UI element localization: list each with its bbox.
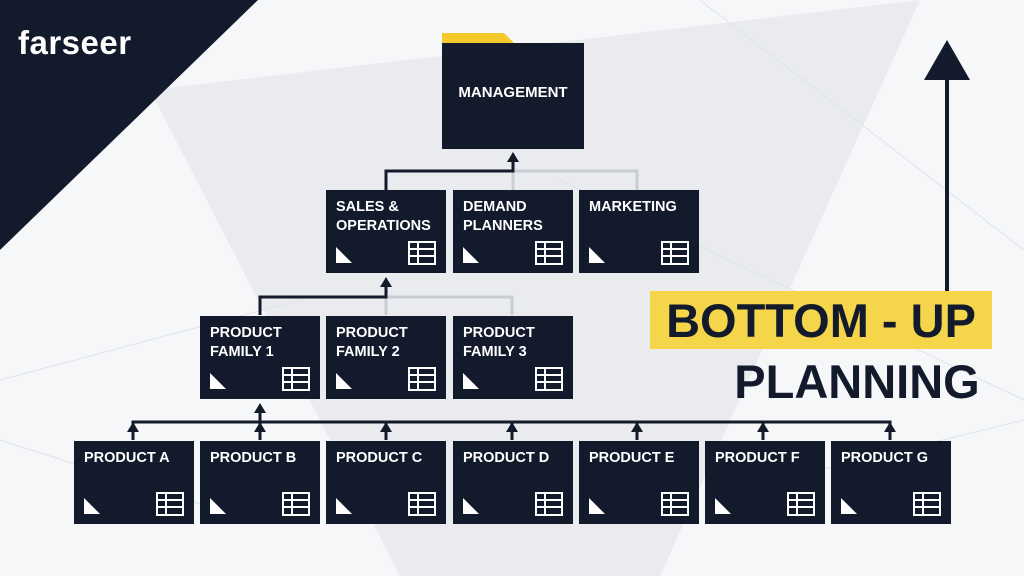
table-sheet-icon [913, 492, 941, 516]
table-sheet-icon [535, 492, 563, 516]
folded-corner-icon [715, 498, 731, 514]
folded-corner-icon [463, 498, 479, 514]
folded-corner-icon [589, 247, 605, 263]
background-funnel-shape [150, 0, 920, 576]
folded-corner-icon [336, 247, 352, 263]
folded-corner-icon [210, 498, 226, 514]
arrow-up-icon [924, 40, 970, 292]
product-label: PRODUCT E [589, 450, 675, 466]
product-box-b[interactable]: PRODUCT B [200, 441, 320, 524]
corner-navy-triangle [0, 0, 258, 250]
product-box-e[interactable]: PRODUCT E [579, 441, 699, 524]
table-sheet-icon [156, 492, 184, 516]
table-sheet-icon [408, 492, 436, 516]
table-sheet-icon [535, 367, 563, 391]
folded-corner-icon [841, 498, 857, 514]
folded-corner-icon [84, 498, 100, 514]
folded-corner-icon [210, 373, 226, 389]
product-box-c[interactable]: PRODUCT C [326, 441, 446, 524]
folded-corner-icon [589, 498, 605, 514]
table-sheet-icon [661, 492, 689, 516]
management-label: MANAGEMENT [458, 84, 568, 101]
department-box-marketing[interactable]: MARKETING [579, 190, 699, 273]
department-box-sales-operations[interactable]: SALES &OPERATIONS [326, 190, 446, 273]
table-sheet-icon [282, 492, 310, 516]
table-sheet-icon [282, 367, 310, 391]
product-box-g[interactable]: PRODUCT G [831, 441, 951, 524]
folder-tab [442, 33, 514, 43]
product-label: PRODUCT G [841, 450, 928, 466]
management-box[interactable]: MANAGEMENT [442, 43, 584, 149]
product-label: PRODUCT B [210, 450, 297, 466]
folded-corner-icon [463, 373, 479, 389]
title-highlight: BOTTOM - UP [650, 291, 992, 349]
folded-corner-icon [336, 373, 352, 389]
product-label: PRODUCT D [463, 450, 550, 466]
product-box-a[interactable]: PRODUCT A [74, 441, 194, 524]
folded-corner-icon [336, 498, 352, 514]
product-label: PRODUCT C [336, 450, 423, 466]
title-line1: BOTTOM - UP [666, 294, 976, 347]
table-sheet-icon [787, 492, 815, 516]
title-line2: PLANNING [734, 355, 980, 408]
folded-corner-icon [463, 247, 479, 263]
product-box-d[interactable]: PRODUCT D [453, 441, 573, 524]
farseer-logo: farseer [18, 24, 132, 61]
table-sheet-icon [661, 241, 689, 265]
department-label: MARKETING [589, 199, 677, 215]
table-sheet-icon [408, 241, 436, 265]
table-sheet-icon [408, 367, 436, 391]
connector-dark [384, 160, 515, 190]
department-label: SALES &OPERATIONS [336, 199, 431, 234]
connector-arrowheads [127, 152, 896, 432]
product-label: PRODUCT F [715, 450, 800, 466]
table-sheet-icon [535, 241, 563, 265]
product-label: PRODUCT A [84, 450, 170, 466]
product-box-f[interactable]: PRODUCT F [705, 441, 825, 524]
